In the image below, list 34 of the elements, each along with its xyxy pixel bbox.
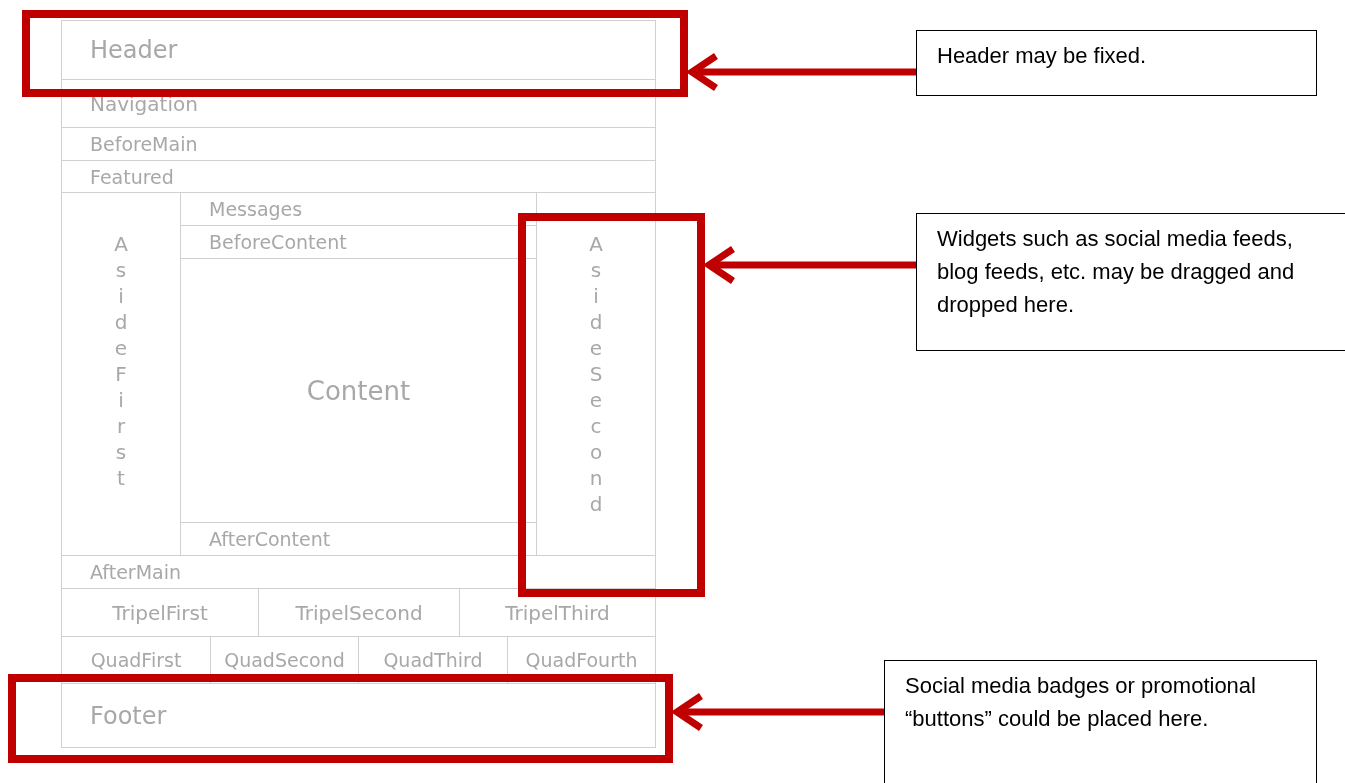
layout-region — [61, 20, 656, 80]
layout-region — [61, 683, 656, 748]
highlight-frame — [8, 674, 673, 763]
arrow — [670, 693, 884, 731]
region-label: TripelThird — [505, 600, 610, 625]
callout-note: Social media badges or promotional “buttons” could be placed here. — [884, 660, 1317, 783]
callout-note: Header may be fixed. — [916, 30, 1317, 96]
region-label: BeforeContent — [209, 231, 347, 253]
highlight-frame — [22, 10, 688, 97]
region-label: QuadSecond — [224, 649, 345, 671]
region-label: Navigation — [90, 91, 198, 116]
arrow — [702, 246, 916, 284]
region-label: Footer — [90, 701, 167, 730]
region-label: AsideFirst — [114, 231, 128, 491]
region-label: AfterMain — [90, 561, 181, 583]
region-label: Content — [306, 375, 411, 406]
region-label: Messages — [209, 198, 303, 220]
region-label: AsideSecond — [589, 231, 603, 517]
region-label: QuadFourth — [525, 649, 638, 671]
region-label: TripelSecond — [295, 600, 423, 625]
region-label: TripelFirst — [112, 600, 208, 625]
highlight-frame — [518, 213, 705, 597]
layout-region — [61, 555, 656, 589]
region-label: Header — [90, 36, 178, 64]
region-label: QuadThird — [383, 649, 483, 671]
region-label: BeforeMain — [90, 133, 198, 155]
region-label: AfterContent — [209, 528, 331, 550]
layout-region — [61, 160, 656, 193]
layout-region — [61, 127, 656, 161]
layout-region — [61, 79, 656, 128]
callout-note: Widgets such as social media feeds, blog feeds, etc. may be dragged and dropped here. — [916, 213, 1345, 351]
region-label: Featured — [90, 165, 174, 188]
arrow — [685, 53, 916, 91]
region-label: QuadFirst — [90, 649, 182, 671]
